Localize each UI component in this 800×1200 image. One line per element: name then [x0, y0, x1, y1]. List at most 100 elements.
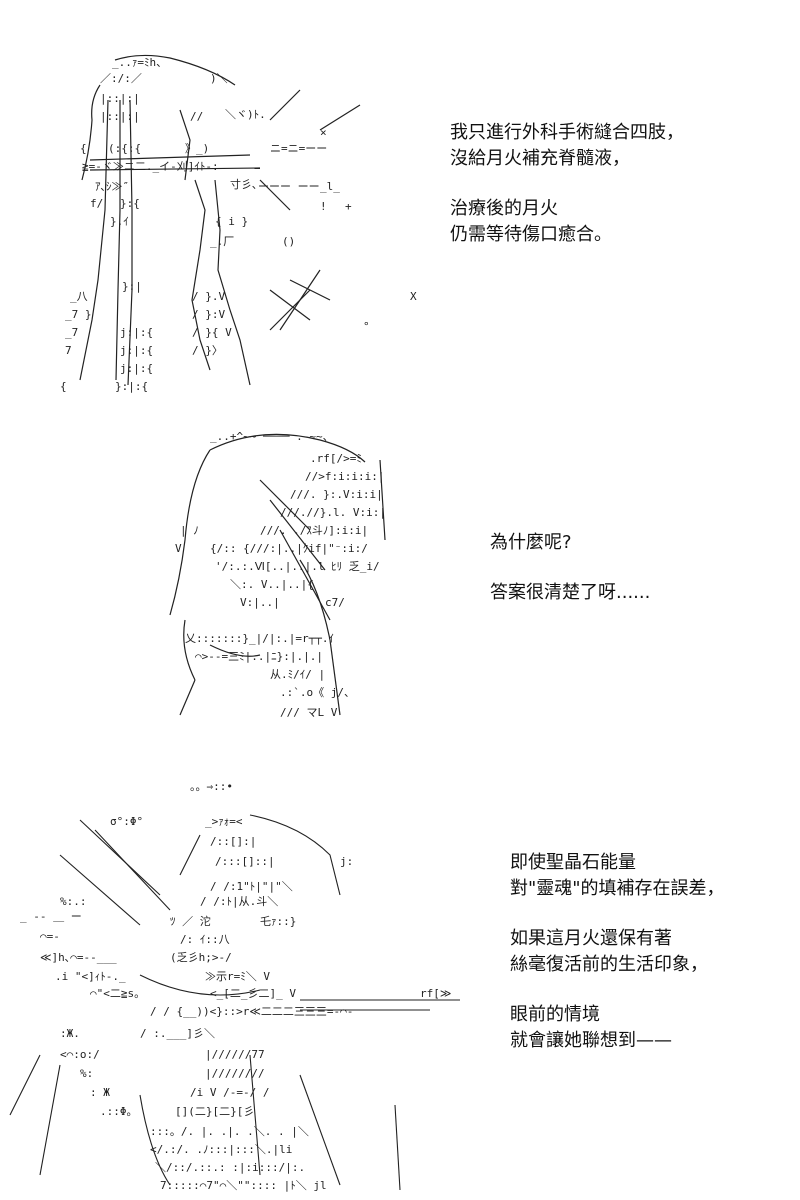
svg-text:／:/:／: ／:/:／ [100, 72, 142, 85]
svg-text:{: { [60, 380, 67, 393]
narration-line: 如果這月火還保有著 [510, 928, 672, 949]
svg-text:(乏彡h;>-/: (乏彡h;>-/ [170, 951, 232, 964]
svg-text:%:.:: %:.: [60, 895, 87, 908]
narration-line: 仍需等待傷口癒合。 [450, 224, 612, 245]
svg-text:≫示r=ﾐ＼ V: ≫示r=ﾐ＼ V [205, 970, 270, 983]
svg-text:| ﾉ: | ﾉ [180, 524, 199, 537]
svg-text:///. }:.V:i:i|: ///. }:.V:i:i| [290, 488, 383, 501]
svg-text:_八: _八 [70, 290, 88, 303]
svg-text:V: V [175, 542, 182, 555]
svg-text:/ /:1"ﾄ|"|"＼: / /:1"ﾄ|"|"＼ [210, 880, 293, 893]
svg-text:j:: j: [340, 855, 353, 868]
narration-spacer [490, 556, 650, 580]
svg-text:|::|:|: |::|:| [100, 110, 140, 123]
narration-line: 眼前的情境 [510, 1004, 600, 1025]
svg-text:_.厂: _.厂 [210, 235, 234, 248]
svg-text:.rf[/>=ﾐ: .rf[/>=ﾐ [310, 452, 362, 465]
narration-line: 為什麼呢? [490, 532, 572, 553]
svg-text:<⌒:o:/: <⌒:o:/ [60, 1048, 100, 1061]
svg-text:/ :.___]彡＼: / :.___]彡＼ [140, 1027, 215, 1040]
svg-text:<_[二_彡二]_ V: <_[二_彡二]_ V [210, 987, 296, 1000]
svg-text:|::|:|: |::|:| [100, 92, 140, 105]
svg-text:⌒=-: ⌒=- [40, 930, 60, 943]
narration-spacer [450, 172, 684, 196]
svg-text:7: 7 [65, 344, 72, 357]
ascii-art-girl-with-magic-sparkles: 。。⇒::• σ°:Φ° _>ｧｫ=< /::[]:| /:::[]::| j:… [0, 775, 480, 1195]
svg-text:[](二}[二}[彡: [](二}[二}[彡 [175, 1105, 254, 1118]
svg-text:!: ! [320, 200, 327, 213]
svg-text:}:{: }:{ [120, 197, 140, 210]
svg-text:/ }〉: / }〉 [192, 344, 223, 357]
narration-line: 就會讓她聯想到—— [510, 1030, 672, 1051]
svg-text:ﾂ ／ 沱: ﾂ ／ 沱 [170, 914, 211, 928]
panel-3: 。。⇒::• σ°:Φ° _>ｧｫ=< /::[]:| /:::[]::| j:… [0, 760, 800, 1200]
svg-text:.i "<]ｨﾄ-._: .i "<]ｨﾄ-._ [55, 970, 126, 983]
svg-text:(:{:{: (:{:{ [108, 142, 141, 155]
panel-2: _..+^~~ ──── .-~~、 .rf[/>=ﾐ //>f:i:i:i:|… [0, 410, 800, 760]
ascii-art-girl-profile-closeup: _..+^~~ ──── .-~~、 .rf[/>=ﾐ //>f:i:i:i:|… [150, 420, 400, 725]
svg-text:/ / {__))<}::>r≪二二二三三三=‐⌒‐: / / {__))<}::>r≪二二二三三三=‐⌒‐ [150, 1005, 353, 1018]
narration-line: 沒給月火補充脊髓液， [450, 148, 630, 169]
narration-line: 絲毫復活前的生活印象， [510, 954, 708, 975]
svg-text:°: ° [363, 320, 370, 333]
svg-text:/: ｲ::八: /: ｲ::八 [180, 933, 230, 946]
svg-text:}:|:{: }:|:{ [115, 380, 148, 393]
narration-line: 即使聖晶石能量 [510, 852, 636, 873]
svg-text:/ }:V: / }:V [192, 308, 225, 321]
svg-text:＼ヾ)ﾄ.: ＼ヾ)ﾄ. [225, 108, 266, 121]
svg-text:j:|:{: j:|:{ [120, 362, 153, 375]
svg-text:V:|..|: V:|..| [240, 596, 280, 609]
svg-text:_7 }: _7 } [65, 308, 92, 321]
svg-text:.:`.o《 j/、: .:`.o《 j/、 [280, 686, 355, 699]
narration-panel-3: 即使聖晶石能量 對"靈魂"的填補存在誤差， 如果這月火還保有著 絲毫復活前的生活… [510, 850, 725, 1054]
svg-text:≪]h､⌒=‐-___: ≪]h､⌒=‐-___ [40, 951, 117, 964]
narration-line: 答案很清楚了呀...... [490, 582, 651, 603]
narration-line: 對"靈魂"的填補存在誤差， [510, 878, 725, 899]
svg-text:///. ./ｽ斗ﾉ]:i:i|: ///. ./ｽ斗ﾉ]:i:i| [260, 524, 368, 537]
svg-text:.::Φ。: .::Φ。 [100, 1105, 138, 1118]
narration-spacer [510, 902, 725, 926]
svg-text:σ°:Φ°: σ°:Φ° [110, 815, 143, 828]
narration-line: 治療後的月火 [450, 198, 558, 219]
svg-text:%:: %: [80, 1067, 93, 1080]
svg-text:_l_: _l_ [320, 180, 340, 193]
svg-text:X: X [410, 290, 417, 303]
svg-text:}.ｲ: }.ｲ [110, 215, 129, 228]
svg-text:ｱ､ｼ≫″: ｱ､ｼ≫″ [95, 180, 129, 193]
svg-text:j:|:{: j:|:{ [120, 326, 153, 339]
narration-line: 我只進行外科手術縫合四肢， [450, 122, 684, 143]
narration-panel-2: 為什麼呢? 答案很清楚了呀...... [490, 530, 650, 606]
svg-text:///.//}.l. V:i:|: ///.//}.l. V:i:| [280, 506, 386, 519]
svg-text:_..ｧ=ﾐh、: _..ｧ=ﾐh、 [112, 56, 167, 69]
svg-text:＼:. V..|..|{: ＼:. V..|..|{ [230, 578, 314, 591]
svg-text:_..+^~~ ──── .-~~、: _..+^~~ ──── .-~~、 [210, 430, 334, 443]
svg-text:⌒>‐-=三ﾐ|..|ﾆ}:|.|.|: ⌒>‐-=三ﾐ|..|ﾆ}:|.|.| [195, 650, 323, 663]
svg-text:7:::::⌒7"⌒＼"":::: |ﾄ＼ jl: 7:::::⌒7"⌒＼"":::: |ﾄ＼ jl [160, 1179, 327, 1192]
svg-text:}:|: }:| [122, 280, 142, 293]
svg-text:{ i }: { i } [215, 215, 248, 228]
svg-text:＼/::/.::.: :|:i:::/|:.: ＼/::/.::.: :|:i:::/|:. [155, 1161, 305, 1174]
svg-text:_>ｧｫ=<: _>ｧｫ=< [205, 815, 243, 828]
svg-text:)＼: )＼ [210, 72, 228, 85]
svg-text:+: + [345, 200, 352, 213]
svg-text:。。⇒::•: 。。⇒::• [190, 780, 233, 793]
svg-text:/::[]:|: /::[]:| [210, 835, 256, 848]
svg-text:/ /:ﾄ|从.斗＼: / /:ﾄ|从.斗＼ [200, 895, 278, 908]
svg-text:_ -- ＿ ー: _ -- ＿ ー [20, 910, 82, 923]
svg-text:j:|:{: j:|:{ [120, 344, 153, 357]
svg-text:|//////77: |//////77 [205, 1048, 265, 1061]
svg-text://>f:i:i:i:|: //>f:i:i:i:| [305, 470, 384, 483]
svg-text::Ж.: :Ж. [60, 1027, 80, 1040]
svg-text:(): () [282, 235, 295, 248]
svg-text:{: { [80, 142, 87, 155]
svg-text:_7: _7 [65, 326, 78, 339]
svg-text:≧=‐ヾ≫ニ二._イ-刈]ｲﾄ-:: ≧=‐ヾ≫ニ二._イ-刈]ｲﾄ-: [82, 160, 219, 173]
svg-text:c7/: c7/ [325, 596, 345, 609]
svg-text:: Ж: : Ж [90, 1086, 110, 1099]
narration-spacer [510, 978, 725, 1002]
panel-1: _..ｧ=ﾐh、 ／:/:／ )＼ |::|:| |::|:| // ＼ヾ)ﾄ.… [0, 0, 800, 410]
svg-text:|////////: |//////// [205, 1067, 265, 1080]
svg-text:rf[≫: rf[≫ [420, 987, 451, 1000]
svg-text:⌒"<二≧s。: ⌒"<二≧s。 [90, 987, 145, 1000]
svg-text:×: × [320, 126, 327, 139]
